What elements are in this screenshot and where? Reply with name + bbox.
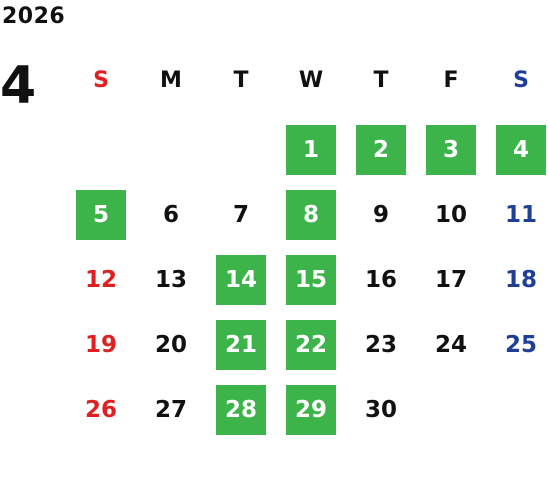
day-cell-25: 25: [504, 332, 537, 358]
day-cell-8: 8: [286, 190, 336, 240]
day-cell-18: 18: [504, 267, 537, 293]
day-cell-21: 21: [216, 320, 266, 370]
day-cell-23: 23: [364, 332, 397, 358]
day-cell-3: 3: [426, 125, 476, 175]
day-cell-9: 9: [372, 202, 389, 228]
day-cell-6: 6: [162, 202, 179, 228]
weekday-wednesday: W: [298, 68, 324, 93]
day-cell-16: 16: [364, 267, 397, 293]
weekday-thursday: T: [373, 68, 389, 93]
day-cell-7: 7: [232, 202, 249, 228]
weekday-sunday: S: [93, 68, 109, 93]
day-cell-20: 20: [154, 332, 187, 358]
day-cell-27: 27: [154, 397, 187, 423]
day-cell-26: 26: [84, 397, 117, 423]
day-cell-30: 30: [364, 397, 397, 423]
day-cell-2: 2: [356, 125, 406, 175]
weekday-monday: M: [160, 68, 182, 93]
day-cell-5: 5: [76, 190, 126, 240]
day-cell-29: 29: [286, 385, 336, 435]
weekday-tuesday: T: [233, 68, 249, 93]
day-cell-4: 4: [496, 125, 546, 175]
day-cell-28: 28: [216, 385, 266, 435]
day-cell-13: 13: [154, 267, 187, 293]
day-cell-22: 22: [286, 320, 336, 370]
day-cell-15: 15: [286, 255, 336, 305]
day-cell-12: 12: [84, 267, 117, 293]
day-cell-14: 14: [216, 255, 266, 305]
day-cell-19: 19: [84, 332, 117, 358]
weekday-saturday: S: [513, 68, 529, 93]
day-cell-24: 24: [434, 332, 467, 358]
day-cell-10: 10: [434, 202, 467, 228]
day-cell-1: 1: [286, 125, 336, 175]
day-cell-17: 17: [434, 267, 467, 293]
weekday-friday: F: [443, 68, 459, 93]
year-label: 2026: [2, 4, 66, 29]
month-number: 4: [0, 56, 37, 116]
day-cell-11: 11: [504, 202, 537, 228]
